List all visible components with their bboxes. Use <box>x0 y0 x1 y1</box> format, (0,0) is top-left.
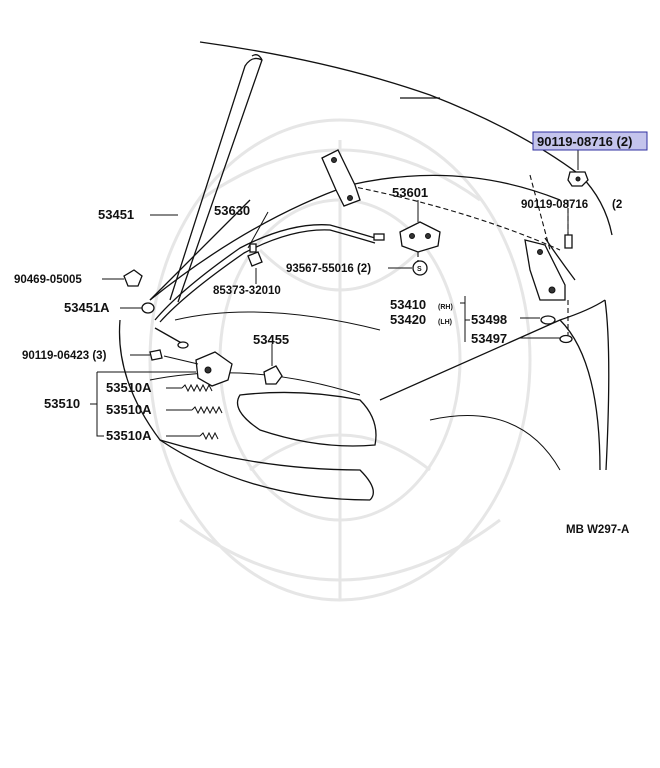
lock-catch <box>399 221 441 262</box>
spring-1-icon <box>181 383 213 393</box>
car-body <box>118 299 610 501</box>
label-90119-08716[interactable]: 90119-08716 <box>521 199 588 211</box>
label-90119-08716-qty: (2 <box>612 199 622 211</box>
hood-lock <box>149 349 233 387</box>
label-53630[interactable]: 53630 <box>214 203 250 218</box>
label-53510A-1[interactable]: 53510A <box>106 380 152 395</box>
spring-3-icon <box>199 431 219 441</box>
hood-hinge-right <box>524 174 573 335</box>
watermark-emblem <box>148 118 532 602</box>
svg-text:S: S <box>417 266 422 273</box>
clamp-85373-icon <box>247 251 263 267</box>
label-53420-side: (LH) <box>438 319 452 326</box>
clip-s-icon: S <box>412 260 428 276</box>
washer-53497-icon <box>559 334 573 344</box>
hood-support-rod <box>141 54 263 314</box>
label-53410[interactable]: 53410 <box>390 297 426 312</box>
label-53601[interactable]: 53601 <box>392 185 428 200</box>
spring-2-icon <box>191 405 223 415</box>
release-cable <box>154 224 385 349</box>
lock-striker <box>263 365 283 385</box>
label-53510[interactable]: 53510 <box>44 396 80 411</box>
label-90469-05005[interactable]: 90469-05005 <box>14 274 82 286</box>
label-53451A[interactable]: 53451A <box>64 300 110 315</box>
label-53510A-3[interactable]: 53510A <box>106 428 152 443</box>
label-53455[interactable]: 53455 <box>253 332 289 347</box>
label-53498[interactable]: 53498 <box>471 312 507 327</box>
clip-90469-icon <box>123 269 143 287</box>
label-53420[interactable]: 53420 <box>390 312 426 327</box>
diagram-code: MB W297-A <box>566 524 629 536</box>
washer-53498-icon <box>540 315 556 325</box>
label-53410-side: (RH) <box>438 304 453 311</box>
label-53497[interactable]: 53497 <box>471 331 507 346</box>
label-93567-55016[interactable]: 93567-55016 (2) <box>286 263 371 275</box>
label-90119-08716-highlighted[interactable]: 90119-08716 (2) <box>537 134 632 149</box>
label-53510A-2[interactable]: 53510A <box>106 402 152 417</box>
hood-hinge-upper <box>321 149 361 207</box>
highlight-box <box>532 131 648 151</box>
leader-lines <box>90 150 579 437</box>
label-85373-32010[interactable]: 85373-32010 <box>213 285 281 297</box>
bolt-icon-top <box>567 171 589 187</box>
label-90119-06423[interactable]: 90119-06423 (3) <box>22 350 107 362</box>
label-53451[interactable]: 53451 <box>98 207 134 222</box>
